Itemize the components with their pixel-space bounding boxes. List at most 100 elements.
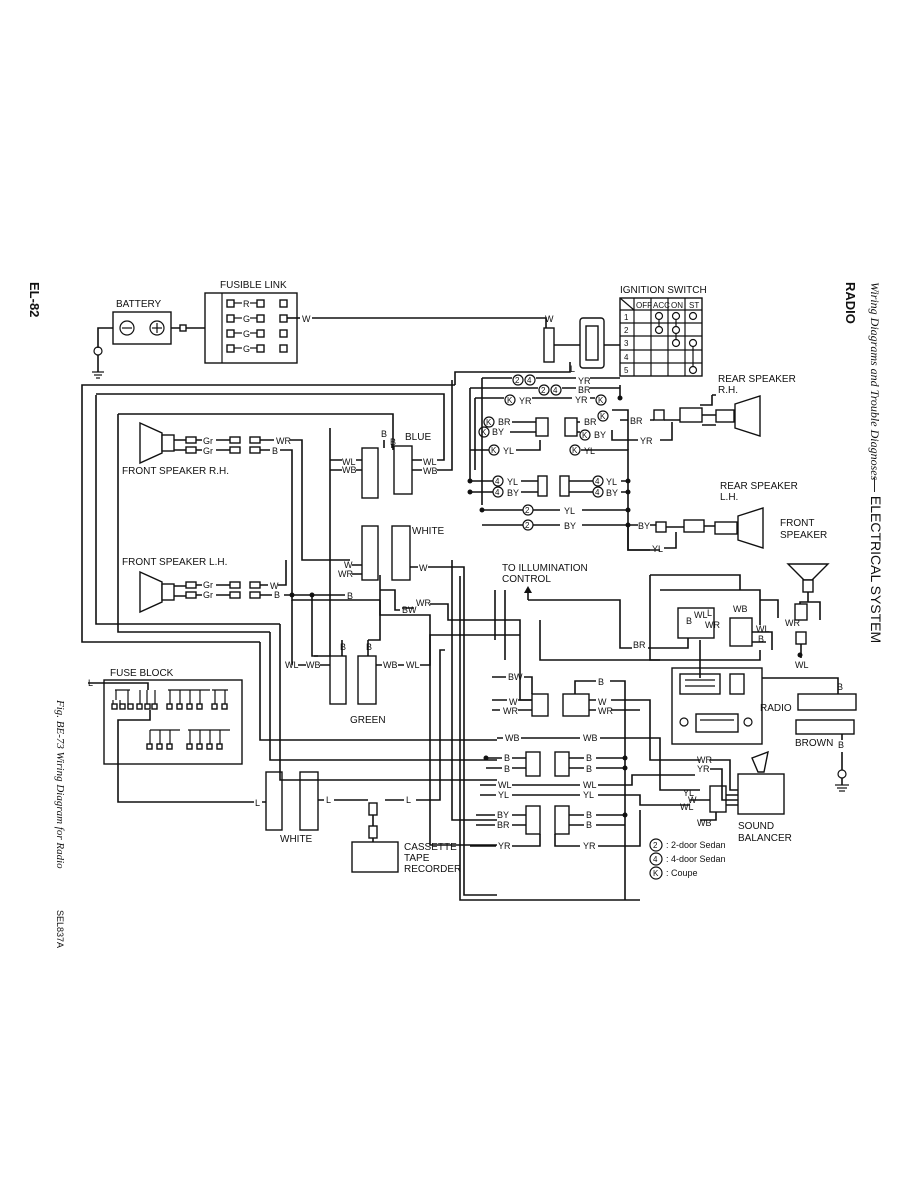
svg-text:: 2-door Sedan: : 2-door Sedan [666,840,726,850]
svg-text:WR: WR [338,569,353,579]
sound-balancer-label-2: BALANCER [738,833,792,844]
fusible-link-label: FUSIBLE LINK [220,280,287,291]
svg-text:K: K [653,869,659,878]
front-speaker-lh: Gr Gr W B [139,560,345,614]
section-title: RADIO [843,282,858,324]
svg-text:BY: BY [497,810,509,820]
svg-text:YR: YR [578,376,591,386]
svg-text:BY: BY [564,521,576,531]
two-door-connectors: 2 YL 2 BY [479,504,631,531]
svg-text:G: G [243,314,250,324]
svg-text:YR: YR [697,764,710,774]
svg-text:WB: WB [383,660,398,670]
front-speaker-lh-label: FRONT SPEAKER L.H. [122,557,227,568]
svg-text:YR: YR [498,841,511,851]
svg-text:B: B [366,642,372,652]
sound-balancer-label: SOUND [738,821,774,832]
svg-text:WL: WL [756,624,770,634]
svg-text:WR: WR [785,618,800,628]
fuse-block-label: FUSE BLOCK [110,668,174,679]
svg-text:WR: WR [697,755,712,765]
svg-text:B: B [586,753,592,763]
svg-text:2: 2 [624,326,629,335]
svg-text:1: 1 [624,313,629,322]
svg-text:BY: BY [492,427,504,437]
svg-text:BW: BW [508,672,523,682]
battery-label: BATTERY [116,299,162,310]
svg-text:Gr: Gr [203,436,213,446]
svg-text:WHITE: WHITE [280,834,313,845]
sound-balancer: WR YR YL W WL WB [680,750,785,828]
svg-text:B: B [686,616,692,626]
svg-text:WL: WL [795,660,809,670]
svg-text:YL: YL [507,477,518,487]
svg-text:BLUE: BLUE [405,432,431,443]
figure-caption: Fig. BE-73 Wiring Diagram for Radio [54,699,66,869]
svg-text:B: B [274,590,280,600]
svg-text:YR: YR [519,396,532,406]
svg-text:WHITE: WHITE [412,526,445,537]
svg-text:WR: WR [705,620,720,630]
radio-label: RADIO [760,703,792,714]
svg-text:Gr: Gr [203,446,213,456]
battery [112,311,172,345]
svg-text:WR: WR [598,706,613,716]
svg-text:B: B [586,764,592,774]
svg-text:2: 2 [653,841,658,850]
svg-text:BY: BY [507,488,519,498]
svg-text:WL: WL [583,780,597,790]
svg-text:4: 4 [495,477,500,486]
page-number: EL-82 [27,282,42,317]
svg-text:SEL837A: SEL837A [55,910,65,948]
front-speaker-label-2: SPEAKER [780,530,827,541]
svg-text:4: 4 [595,488,600,497]
svg-text:L: L [570,364,575,374]
svg-text:G: G [243,329,250,339]
svg-text:BR: BR [584,417,597,427]
radio-harness-connectors: WL B WR L WB WL B BR [494,574,779,661]
svg-text:WL: WL [423,457,437,467]
svg-text:EL-82: EL-82 [27,282,42,317]
svg-text:GREEN: GREEN [350,715,386,726]
svg-text:WR: WR [416,598,431,608]
rear-speaker-lh-label-2: L.H. [720,492,738,503]
svg-text:YL: YL [683,788,694,798]
svg-text:Gr: Gr [203,590,213,600]
svg-text:B: B [586,810,592,820]
svg-text:BR: BR [498,417,511,427]
front-speaker-center: WR WL [785,563,830,670]
ignition-switch-table: OFF ACC ON ST 1 2 3 4 5 [619,297,703,377]
ground-battery [92,371,104,379]
svg-text:4: 4 [553,386,558,395]
svg-text:L: L [255,798,260,808]
svg-text:L: L [326,795,331,805]
svg-text:RADIO: RADIO [843,282,858,324]
svg-text:B: B [381,429,387,439]
rear-speaker-lh-label: REAR SPEAKER [720,481,798,492]
svg-text:W: W [344,560,353,570]
svg-text:R: R [243,299,250,309]
svg-text:YR: YR [575,395,588,405]
ignition-switch-label: IGNITION SWITCH [620,285,707,296]
front-speaker-label: FRONT [780,518,814,529]
svg-text:WB: WB [423,466,438,476]
four-door-connectors: 4 YL 4 BY 4 YL 4 BY [467,475,631,498]
rear-speaker-lh: BY YL [627,507,764,554]
svg-text:B: B [758,634,764,644]
svg-text:WR: WR [276,436,291,446]
svg-text:YR: YR [640,436,653,446]
svg-text:BY: BY [594,430,606,440]
config-option-labels: 2 4 YR 2 4 BR K YR YR K [504,374,607,406]
coupe-connectors: K BR K BY BR K BY K K YL K YL [470,410,660,551]
svg-text:K: K [582,431,588,440]
svg-text:BROWN: BROWN [795,738,833,749]
svg-text:B: B [586,820,592,830]
svg-text:G: G [243,344,250,354]
svg-text:B: B [272,446,278,456]
svg-text:: Coupe: : Coupe [666,868,698,878]
svg-text:YL: YL [498,790,509,800]
svg-text:— ELECTRICAL SYSTEM: — ELECTRICAL SYSTEM [868,478,884,643]
svg-text:WL: WL [342,457,356,467]
ignition-switch-connector: L [454,317,620,385]
